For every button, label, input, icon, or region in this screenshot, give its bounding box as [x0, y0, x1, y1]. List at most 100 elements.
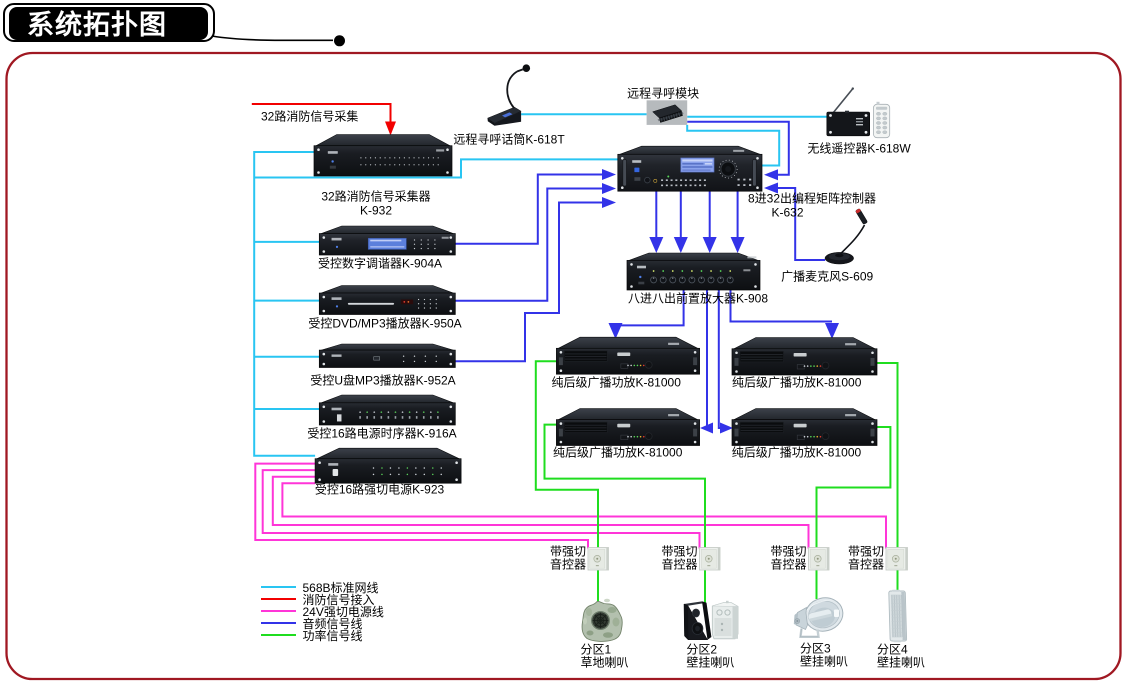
device-k632	[617, 145, 763, 192]
device-k632-part	[670, 179, 673, 181]
device-k952a-part	[449, 352, 453, 356]
device-sp2-part	[692, 608, 700, 618]
wire-au-p2	[706, 290, 712, 429]
device-k932-part	[313, 145, 453, 177]
device-amp3-part	[693, 428, 698, 437]
arrow-right	[602, 169, 616, 180]
device-amp4-part	[739, 421, 784, 433]
device-k908-part	[691, 270, 693, 272]
device-k923-part	[455, 461, 458, 465]
device-k632-part	[718, 159, 738, 179]
device-sp2-part	[724, 609, 731, 616]
wire-pw-amp3	[543, 423, 706, 548]
device-k632-part	[665, 184, 668, 187]
device-k908-part	[688, 276, 696, 284]
device-amp2-part	[734, 357, 739, 366]
device-amp2	[731, 337, 878, 376]
device-k932-part	[374, 157, 377, 159]
wire-au-s609	[777, 187, 826, 261]
device-k632-part	[682, 159, 713, 162]
device-k904a-part	[441, 236, 449, 239]
device-amp1-part-part	[564, 356, 607, 357]
device-sp2-part	[712, 602, 739, 607]
device-k950a-part	[423, 307, 426, 309]
device-k904a-part	[427, 247, 429, 250]
device-amp4-part	[816, 435, 819, 438]
device-sp1	[581, 598, 623, 642]
device-k932-part	[360, 164, 362, 166]
device-amp2-part	[819, 365, 822, 367]
device-k950a-part	[321, 285, 454, 294]
device-k632-part	[667, 175, 670, 178]
device-k904a-part	[420, 247, 422, 250]
device-amp1-part	[639, 364, 642, 367]
device-k908-part	[652, 277, 655, 279]
device-k908-part	[662, 277, 664, 279]
device-k908-part	[707, 276, 715, 284]
device-paging-mic-part	[487, 118, 495, 126]
device-k923-part	[432, 473, 434, 476]
device-k908-part	[717, 276, 725, 284]
device-k923-part	[389, 467, 392, 469]
device-k952a-part	[373, 356, 380, 361]
device-k932-part	[317, 148, 320, 152]
device-k932-part	[329, 165, 336, 169]
device-k908-part	[726, 276, 734, 284]
device-k932-part	[317, 171, 320, 174]
device-k916a-part	[373, 416, 376, 419]
device-k916a-part	[422, 416, 425, 419]
device-vc3	[808, 547, 830, 571]
device-amp2-part	[821, 361, 830, 370]
device-k923-part	[318, 478, 321, 482]
device-k632-part	[653, 178, 658, 183]
device-k923-part	[398, 467, 400, 469]
device-sp4-part	[888, 589, 908, 643]
device-wireless-part	[864, 130, 868, 134]
device-k950a-part	[423, 303, 426, 305]
device-k632-part	[743, 178, 746, 181]
device-k908-part	[710, 277, 712, 279]
device-k632-part	[703, 179, 706, 181]
legend-swatch-network	[260, 586, 296, 588]
device-amp4-part-part	[740, 424, 783, 426]
device-k632-part	[661, 179, 664, 181]
device-k916a-part	[322, 405, 326, 409]
wire-au-d3	[455, 187, 603, 302]
device-k932-part	[365, 157, 367, 159]
wire-au-module	[687, 120, 790, 176]
device-k916a-part	[322, 420, 326, 423]
device-amp4-part	[793, 423, 807, 428]
device-amp1-part	[633, 364, 636, 367]
device-k932-part	[418, 164, 420, 166]
device-k904a-part	[322, 236, 326, 239]
device-k952a	[318, 343, 456, 368]
device-sp2-part	[684, 604, 689, 640]
device-k932-part	[437, 164, 439, 166]
wire-net-matrix	[254, 158, 618, 179]
device-k932-part	[369, 157, 372, 159]
device-k632-part	[756, 157, 759, 160]
device-paging-mic-part	[494, 111, 522, 126]
device-k932-part	[374, 164, 377, 166]
device-amp3-part	[559, 440, 563, 444]
device-amp4-part	[819, 435, 822, 438]
device-k916a-part	[331, 407, 342, 411]
device-wireless-part	[829, 130, 832, 134]
device-amp2-part-part	[740, 356, 783, 358]
device-vc2-part	[717, 547, 720, 570]
device-k932-part	[413, 164, 415, 166]
device-k916a-part	[380, 411, 383, 413]
device-k932-part	[360, 157, 362, 159]
device-k932-part	[432, 164, 434, 166]
device-k923-part	[372, 473, 375, 476]
device-amp3-part	[630, 435, 632, 438]
device-sp2-part	[684, 601, 707, 606]
device-k916a-part	[318, 402, 456, 426]
device-amp1-part	[636, 364, 639, 367]
device-vc3-part	[826, 547, 829, 570]
device-k932-part	[398, 157, 401, 159]
device-k932-part	[384, 157, 386, 159]
device-k904a-part	[413, 243, 416, 245]
